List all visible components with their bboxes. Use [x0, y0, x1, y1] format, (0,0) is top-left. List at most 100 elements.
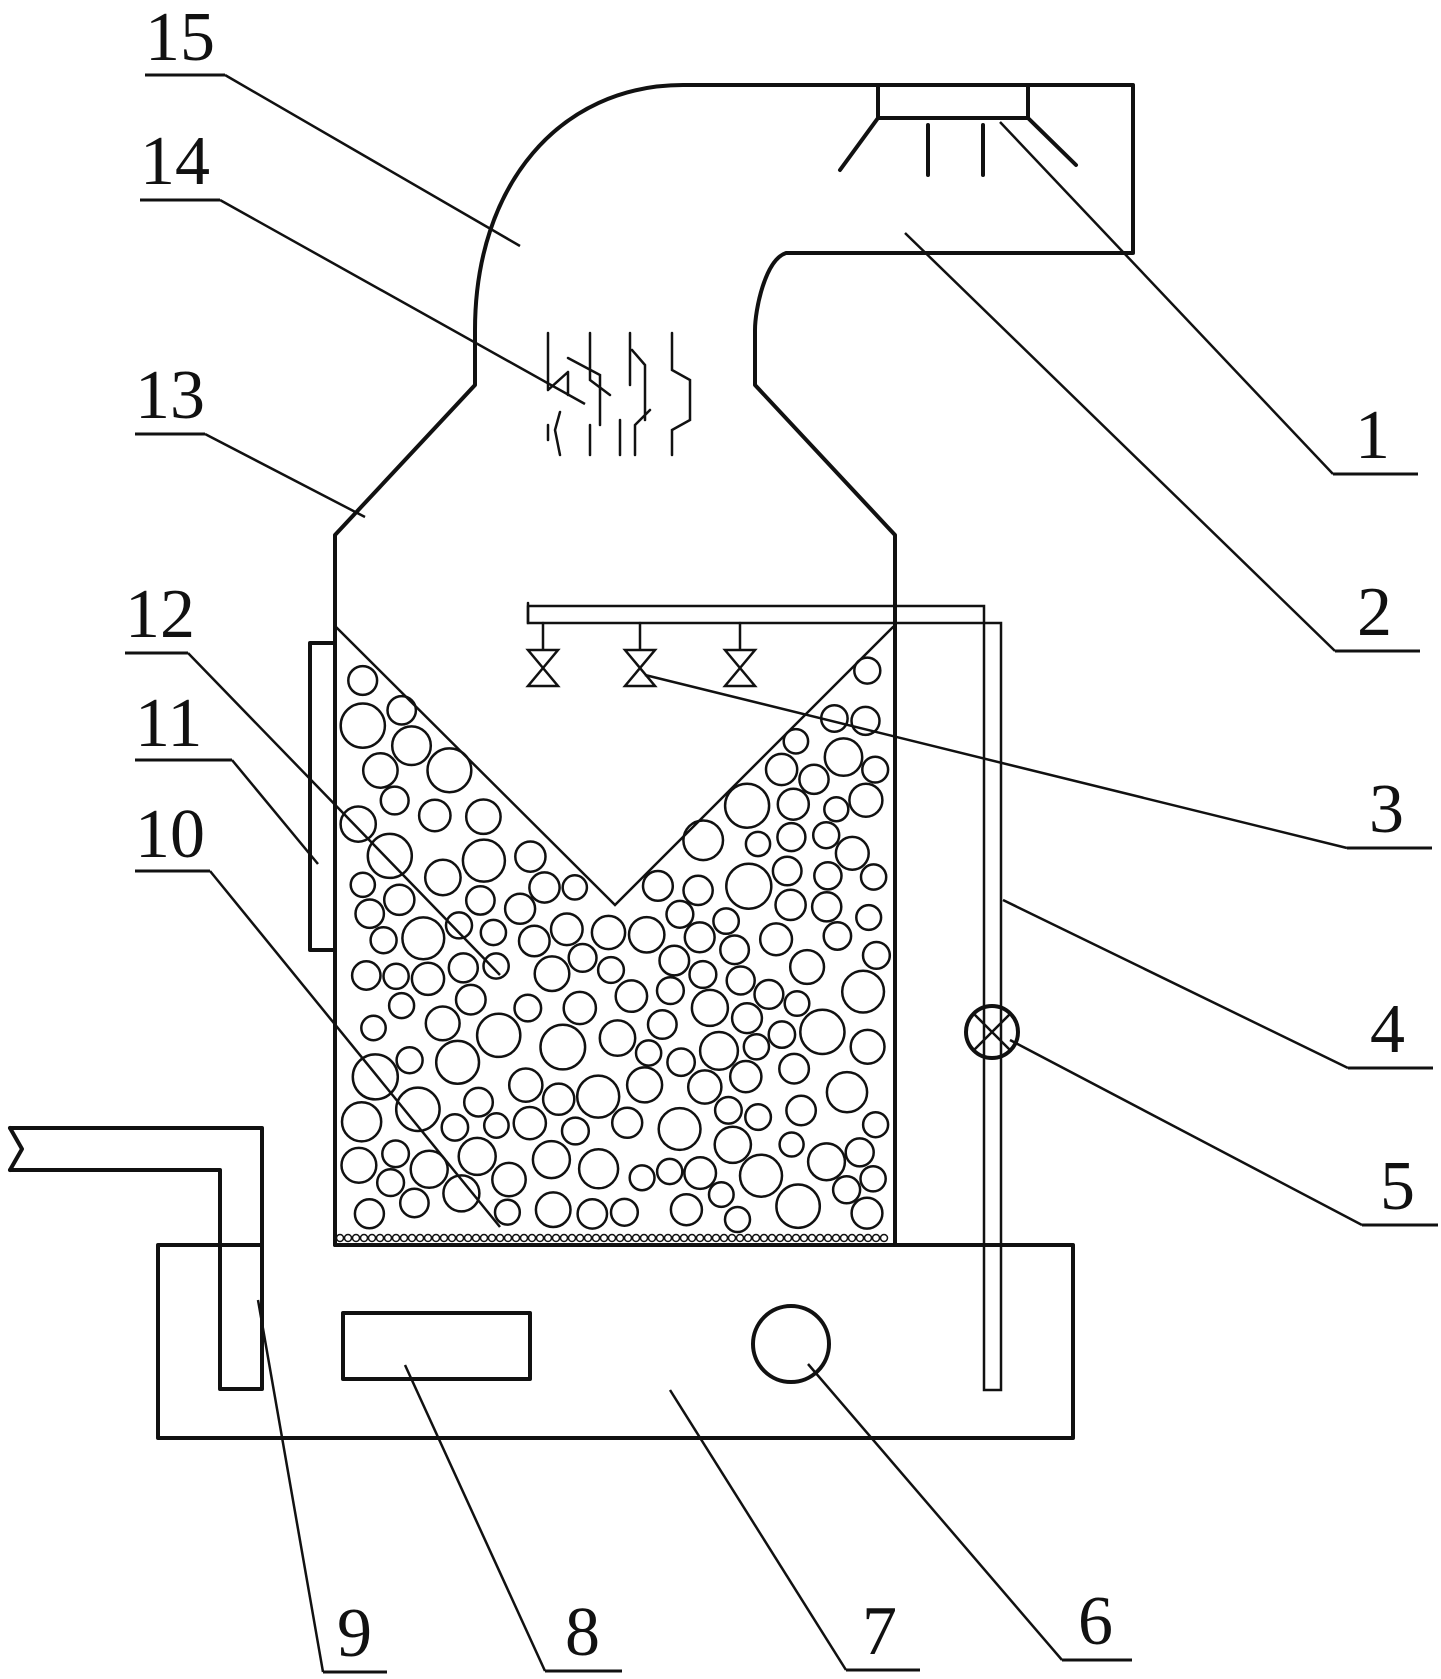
- label-11: 11: [135, 685, 202, 762]
- grate-grain: [415, 1233, 425, 1243]
- packing-ball: [442, 1174, 481, 1213]
- packing-ball: [340, 1146, 378, 1184]
- grate-grain: [495, 1233, 505, 1243]
- packing-ball: [541, 1082, 576, 1117]
- base-tank: [156, 1243, 1075, 1440]
- grate-grain: [807, 1233, 817, 1243]
- grate-grain: [879, 1233, 889, 1243]
- packing-ball: [823, 795, 850, 823]
- packing-ball: [340, 1100, 383, 1143]
- packing-ball: [491, 1161, 527, 1198]
- packing-ball: [382, 883, 416, 917]
- grate-grain: [775, 1233, 785, 1243]
- packing-ball: [811, 820, 841, 850]
- packing-ball: [776, 787, 811, 821]
- label-4: 4: [1370, 991, 1405, 1068]
- packing-ball: [457, 1136, 497, 1177]
- packing-ball: [375, 1167, 406, 1198]
- packing-ball: [655, 1157, 684, 1186]
- grate-grain: [399, 1233, 409, 1243]
- grate-grain: [743, 1233, 753, 1243]
- spray-nozzle: [525, 621, 561, 688]
- grate-grain: [391, 1233, 401, 1243]
- grate-grain: [367, 1233, 377, 1243]
- packing-ball: [723, 1205, 752, 1234]
- packing-ball: [655, 975, 686, 1006]
- packing-ball: [798, 763, 830, 796]
- circulation-valve: [964, 1004, 1020, 1060]
- packing-ball: [744, 830, 772, 858]
- packing-ball: [512, 1105, 548, 1141]
- packing-ball: [658, 944, 691, 977]
- packing-ball: [859, 863, 888, 891]
- packing-ball: [482, 952, 510, 980]
- packing-ball: [725, 965, 756, 996]
- packing-ball: [813, 860, 843, 891]
- packing-ball: [610, 1106, 644, 1140]
- packing-ball: [834, 835, 870, 871]
- grate-grain: [623, 1233, 633, 1243]
- packing-ball: [560, 1116, 591, 1146]
- packing-ball: [567, 942, 598, 974]
- packing-ball: [806, 1142, 847, 1182]
- packing-ball: [665, 899, 695, 929]
- grate-grain: [711, 1233, 721, 1243]
- grate-grain: [583, 1233, 593, 1243]
- grate-grain: [615, 1233, 625, 1243]
- packing-ball: [401, 916, 446, 961]
- grate-grain: [727, 1233, 737, 1243]
- packing-ball: [855, 903, 883, 932]
- packing-ball: [349, 871, 377, 899]
- packing-ball: [861, 940, 892, 971]
- packing-ball: [849, 1028, 886, 1065]
- packing-ball: [840, 969, 886, 1014]
- spray-header: [525, 601, 1003, 1392]
- grate-grain: [591, 1233, 601, 1243]
- label-1: 1: [1355, 397, 1390, 474]
- packing-ball: [848, 782, 884, 818]
- packing-media: [339, 656, 892, 1234]
- grate-grain: [607, 1233, 617, 1243]
- grate-grain: [567, 1233, 577, 1243]
- grate-grain: [431, 1233, 441, 1243]
- packing-ball: [354, 898, 386, 930]
- packing-ball: [861, 1110, 890, 1139]
- label-8: 8: [565, 1594, 600, 1671]
- grate-grain: [543, 1233, 553, 1243]
- label-5: 5: [1380, 1148, 1415, 1225]
- packing-ball: [590, 914, 627, 951]
- packing-ball: [417, 798, 452, 833]
- packing-ball: [810, 890, 843, 923]
- packing-ball: [785, 1094, 818, 1127]
- packing-ball: [386, 694, 418, 726]
- grate-grain: [783, 1233, 793, 1243]
- packing-ball: [440, 1112, 470, 1142]
- packing-ball: [350, 960, 382, 991]
- demister-baffles: [546, 331, 692, 457]
- packing-ball: [758, 922, 794, 957]
- packing-ball: [360, 1014, 387, 1042]
- packing-ball: [859, 1164, 887, 1193]
- grate-grain: [519, 1233, 529, 1243]
- packing-ball: [774, 888, 807, 922]
- packing-ball: [461, 838, 507, 883]
- packing-ball: [353, 1198, 386, 1230]
- grate-grain: [511, 1233, 521, 1243]
- grate-grain: [575, 1233, 585, 1243]
- packing-ball: [628, 1164, 656, 1192]
- grate-grain: [823, 1233, 833, 1243]
- packing-ball: [514, 840, 547, 873]
- packing-ball: [390, 725, 433, 767]
- packing-ball: [517, 924, 551, 958]
- packing-ball: [657, 1106, 702, 1152]
- packing-ball: [698, 1030, 740, 1072]
- grate-grain: [735, 1233, 745, 1243]
- packing-ball: [688, 959, 718, 990]
- label-2: 2: [1357, 574, 1392, 651]
- packing-ball: [682, 819, 725, 862]
- packing-ball: [669, 1192, 704, 1227]
- packing-ball: [614, 979, 649, 1014]
- packing-ball: [577, 1148, 620, 1190]
- outlet-sprayer: [838, 83, 1078, 177]
- tower-outline: [333, 83, 1135, 1247]
